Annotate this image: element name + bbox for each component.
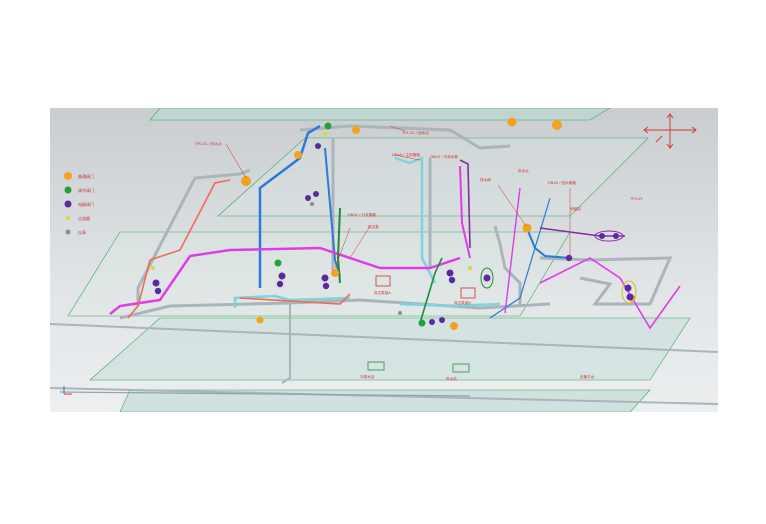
equipment-box xyxy=(460,287,476,299)
pipe-grey-drop xyxy=(281,303,291,384)
box-label: 真空泵组A xyxy=(374,290,391,295)
callout-label: 供水点 xyxy=(518,168,529,173)
highlight-ring xyxy=(480,267,494,289)
pipe-magenta-loop xyxy=(539,257,681,330)
valve-orange[interactable] xyxy=(450,322,458,330)
pipe-cyan-3 xyxy=(399,302,501,308)
legend-swatch xyxy=(64,186,72,194)
legend-swatch xyxy=(66,216,70,220)
legend-label: 普通阀门 xyxy=(78,173,94,179)
instrument-grey[interactable] xyxy=(310,202,314,206)
rail-2 xyxy=(50,387,718,405)
box-label: 设备平台 xyxy=(580,374,595,379)
pipe-purple-2 xyxy=(459,159,471,249)
pipe-grey-main xyxy=(119,298,551,320)
valve-orange[interactable] xyxy=(552,120,562,130)
callout-label: DN40 / 主供管路 xyxy=(392,152,420,157)
callout-label: 阀组站 xyxy=(570,206,581,211)
callout-label: DN50 / 回水管路 xyxy=(548,180,576,185)
pipe-magenta-3 xyxy=(504,187,521,314)
equipment-box-green xyxy=(452,363,470,373)
filter-yellow[interactable] xyxy=(468,266,472,270)
valve-green[interactable] xyxy=(418,319,426,327)
legend-label: 电磁阀门 xyxy=(78,201,94,207)
piping-model-canvas[interactable]: TP0-01 / 供水点 TP1-02 / 回水点 DN40 / 主供管路 DN… xyxy=(50,108,718,412)
valve-orange[interactable] xyxy=(507,117,517,127)
valve-green[interactable] xyxy=(324,122,332,130)
legend-swatch xyxy=(65,229,71,235)
pipe-grey-riser-left xyxy=(136,168,251,306)
floor-plane-upper xyxy=(217,137,649,217)
highlight-ring xyxy=(594,230,624,242)
box-label: 真空泵组B xyxy=(454,300,471,305)
valve-orange[interactable] xyxy=(294,151,302,159)
pipe-magenta-main xyxy=(109,246,461,315)
floor-plane-lower xyxy=(89,317,691,381)
valve-orange[interactable] xyxy=(522,223,532,233)
callout-label: TP0-01 / 供水点 xyxy=(194,141,222,146)
legend-swatch xyxy=(64,172,72,180)
legend-label: 调节阀门 xyxy=(78,187,94,193)
pipe-cyan-1 xyxy=(233,294,351,308)
pipe-blue-diag xyxy=(489,197,551,319)
cad-3d-viewport[interactable]: TP0-01 / 供水点 TP1-02 / 回水点 DN40 / 主供管路 DN… xyxy=(50,108,718,412)
valve-green[interactable] xyxy=(274,259,282,267)
pipe-red-2 xyxy=(239,293,351,305)
pipe-grey-right-loop xyxy=(539,256,673,306)
legend: 普通阀门 调节阀门 电磁阀门 过滤器 仪表 xyxy=(64,172,94,235)
floor-plane-bottom xyxy=(119,389,651,412)
valve-cluster[interactable] xyxy=(152,143,634,325)
legend-label: 过滤器 xyxy=(78,215,90,221)
pipe-magenta-2 xyxy=(459,165,471,259)
valve-orange[interactable] xyxy=(256,316,264,324)
equipment-box-green xyxy=(367,361,385,371)
valve-orange[interactable] xyxy=(352,126,360,134)
pipe-grey-bend xyxy=(493,225,522,306)
filter-yellow[interactable] xyxy=(151,266,155,270)
orientation-compass-icon[interactable] xyxy=(643,113,697,149)
pipe-green-1 xyxy=(336,207,341,284)
instrument-grey[interactable] xyxy=(398,311,402,315)
leader-lines xyxy=(225,125,571,269)
callout-label: TP3-09 xyxy=(629,197,643,201)
valve-orange[interactable] xyxy=(241,176,251,186)
callout-label: DN25 / 冷却水管 xyxy=(430,154,458,159)
rail-3 xyxy=(59,391,471,397)
pipe-green-2 xyxy=(419,257,443,324)
filter-yellow[interactable] xyxy=(323,132,327,136)
callout-label: DN32 / 分支管路 xyxy=(348,212,376,217)
rail-1 xyxy=(50,323,718,353)
equipment-box xyxy=(375,275,391,287)
callout-label: TP1-02 / 回水点 xyxy=(401,130,429,135)
valve-orange[interactable] xyxy=(331,269,339,277)
box-label: 供水站 xyxy=(446,376,457,381)
highlight-ring xyxy=(621,280,637,304)
pipe-cyan-2 xyxy=(394,156,437,284)
pipe-grey-upper xyxy=(299,124,511,150)
box-label: 冷却水站 xyxy=(360,374,375,379)
callout-label: 真空泵 xyxy=(368,224,379,229)
callout-label: 排水阀 xyxy=(480,177,491,182)
legend-swatch xyxy=(64,200,72,208)
pipe-blue-right xyxy=(525,225,571,259)
pipe-red-1 xyxy=(127,179,231,319)
origin-axis-icon xyxy=(63,386,72,395)
floor-plane-middle xyxy=(67,231,571,317)
legend-label: 仪表 xyxy=(78,229,86,235)
floor-plane-top xyxy=(149,108,611,121)
